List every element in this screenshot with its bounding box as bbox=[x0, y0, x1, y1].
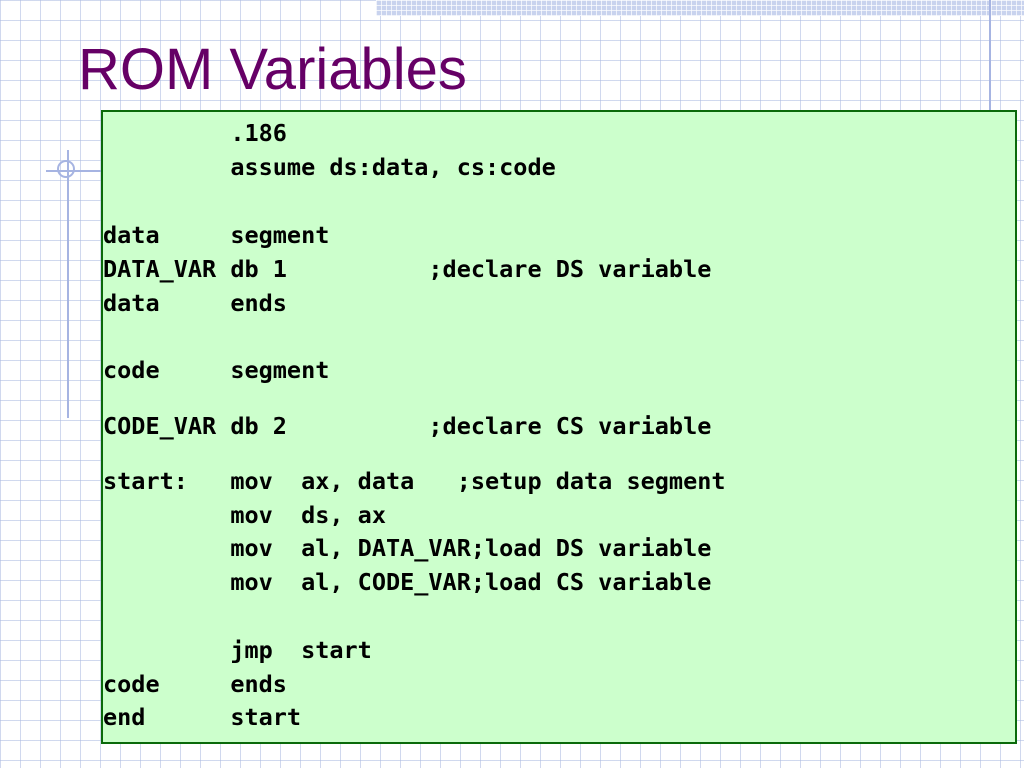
code-line: .186 bbox=[103, 119, 287, 147]
code-line: data segment bbox=[103, 221, 330, 249]
code-line: mov ds, ax bbox=[103, 501, 386, 529]
code-line: code segment bbox=[103, 356, 330, 384]
code-line: CODE_VAR db 2 ;declare CS variable bbox=[103, 412, 712, 440]
top-decorative-band bbox=[376, 0, 1024, 16]
code-line: end start bbox=[103, 703, 302, 731]
code-line: assume ds:data, cs:code bbox=[103, 153, 556, 181]
code-line: data ends bbox=[103, 289, 287, 317]
code-line: DATA_VAR db 1 ;declare DS variable bbox=[103, 255, 712, 283]
code-listing-box: .186 assume ds:data, cs:code data segmen… bbox=[101, 110, 1017, 744]
code-line: mov al, DATA_VAR;load DS variable bbox=[103, 534, 712, 562]
decorative-vertical-line-right bbox=[989, 0, 991, 112]
decorative-horizontal-line-left bbox=[46, 170, 104, 172]
code-line: jmp start bbox=[103, 636, 372, 664]
slide-title: ROM Variables bbox=[78, 37, 467, 102]
code-line: start: mov ax, data ;setup data segment bbox=[103, 467, 726, 495]
code-line: mov al, CODE_VAR;load CS variable bbox=[103, 568, 712, 596]
decorative-circle-icon bbox=[57, 160, 75, 178]
code-line: code ends bbox=[103, 670, 287, 698]
decorative-vertical-line-left bbox=[67, 150, 69, 418]
